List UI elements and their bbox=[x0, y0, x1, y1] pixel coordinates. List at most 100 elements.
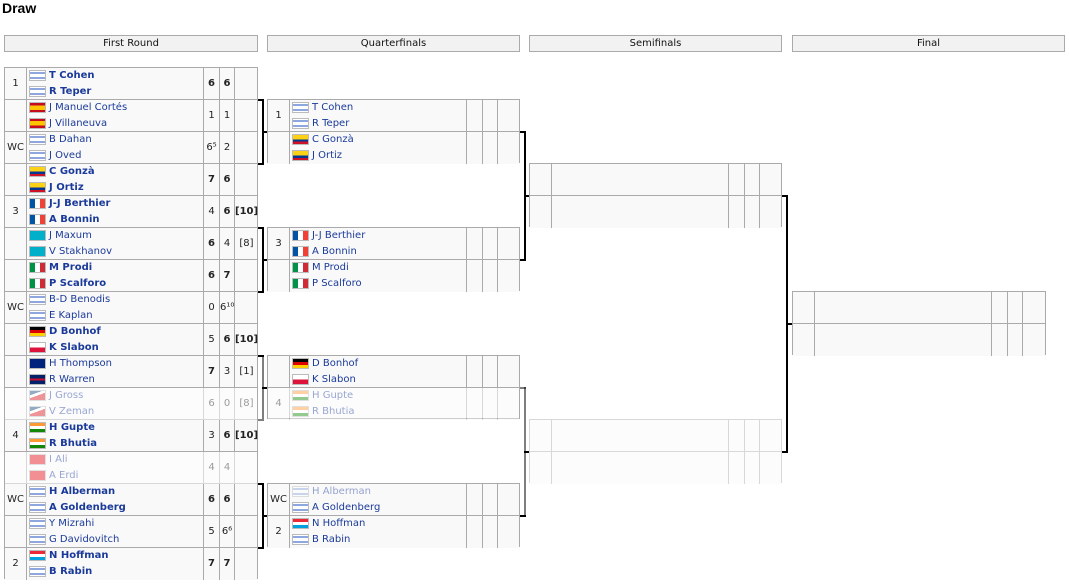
flag-ger-icon bbox=[29, 325, 46, 337]
player-name-text: M Prodi bbox=[49, 262, 93, 273]
set-score bbox=[497, 388, 520, 420]
player-name[interactable]: P Scalforo bbox=[29, 276, 199, 292]
player-name[interactable]: J Ortiz bbox=[292, 148, 462, 164]
player-name[interactable]: Y Mizrahi bbox=[29, 516, 199, 532]
player-name[interactable]: J Gross bbox=[29, 388, 199, 404]
player-name[interactable]: T Cohen bbox=[29, 68, 199, 84]
flag-isr-icon bbox=[29, 85, 46, 97]
player-name-text: B Rabin bbox=[49, 566, 93, 577]
player-name-text: D Bonhof bbox=[49, 326, 101, 337]
player-name[interactable]: H Gupte bbox=[29, 420, 199, 436]
player-name[interactable]: N Hoffman bbox=[29, 548, 199, 564]
set-score: [10] bbox=[234, 196, 258, 228]
player-name[interactable]: I Ali bbox=[29, 452, 199, 468]
player-name[interactable]: J Maxum bbox=[29, 228, 199, 244]
set-score bbox=[728, 196, 744, 228]
player-name-text: P Scalforo bbox=[49, 278, 107, 289]
player-name[interactable]: N Hoffman bbox=[292, 516, 462, 532]
player-name[interactable]: B Rabin bbox=[292, 532, 462, 548]
player-name[interactable]: J Oved bbox=[29, 148, 199, 164]
player-name-text: P Scalforo bbox=[312, 278, 362, 289]
seed-label bbox=[268, 356, 290, 388]
seed-label: 4 bbox=[268, 388, 290, 420]
player-name[interactable]: K Slabon bbox=[29, 340, 199, 356]
player-name[interactable]: B-D Benodis bbox=[29, 292, 199, 308]
player-name[interactable]: R Teper bbox=[292, 116, 462, 132]
player-name[interactable]: R Teper bbox=[29, 84, 199, 100]
set-score: [8] bbox=[234, 388, 258, 420]
player-name[interactable]: H Alberman bbox=[292, 484, 462, 500]
player-name[interactable]: R Bhutia bbox=[29, 436, 199, 452]
player-name[interactable]: P Scalforo bbox=[292, 276, 462, 292]
set-score: 6 bbox=[203, 228, 219, 260]
bracket-connector bbox=[258, 291, 264, 293]
bracket-connector bbox=[782, 195, 788, 197]
player-name-text: R Bhutia bbox=[49, 438, 97, 449]
set-score bbox=[234, 548, 258, 580]
set-score bbox=[497, 132, 520, 164]
player-name[interactable]: H Alberman bbox=[29, 484, 199, 500]
player-name-text: H Gupte bbox=[49, 422, 95, 433]
flag-isr-icon bbox=[29, 149, 46, 161]
player-name-text: V Zeman bbox=[49, 406, 95, 417]
player-name[interactable]: H Gupte bbox=[292, 388, 462, 404]
player-name[interactable]: J-J Berthier bbox=[292, 228, 462, 244]
player-name-text: N Hoffman bbox=[312, 518, 366, 529]
seed-label: 2 bbox=[5, 548, 27, 580]
flag-ita-icon bbox=[29, 261, 46, 273]
player-name[interactable]: R Bhutia bbox=[292, 404, 462, 420]
player-name[interactable]: D Bonhof bbox=[292, 356, 462, 372]
player-name[interactable]: D Bonhof bbox=[29, 324, 199, 340]
player-name[interactable]: M Prodi bbox=[292, 260, 462, 276]
player-name[interactable]: C Gonzà bbox=[29, 164, 199, 180]
bracket-connector bbox=[262, 515, 267, 517]
flag-isr-icon bbox=[292, 485, 309, 497]
player-name[interactable]: C Gonzà bbox=[292, 132, 462, 148]
player-name[interactable]: A Bonnin bbox=[292, 244, 462, 260]
player-name[interactable]: J Villaneuva bbox=[29, 116, 199, 132]
player-name[interactable]: B Rabin bbox=[29, 564, 199, 580]
set-score: 4 bbox=[219, 228, 234, 260]
player-name[interactable]: V Stakhanov bbox=[29, 244, 199, 260]
set-score: 1 bbox=[219, 100, 234, 132]
player-name[interactable]: R Warren bbox=[29, 372, 199, 388]
set-score bbox=[466, 356, 482, 388]
set-score: 6 bbox=[203, 388, 219, 420]
player-name[interactable]: A Goldenberg bbox=[29, 500, 199, 516]
set-score bbox=[497, 484, 520, 516]
bracket-entry: 2 N Hoffman B Rabin bbox=[268, 516, 519, 548]
bracket-entry bbox=[530, 420, 781, 452]
match-sf bbox=[529, 163, 782, 228]
bracket-connector bbox=[524, 195, 529, 197]
player-name[interactable]: G Davidovitch bbox=[29, 532, 199, 548]
bracket-connector bbox=[258, 227, 264, 229]
player-name[interactable]: A Bonnin bbox=[29, 212, 199, 228]
seed-label bbox=[793, 292, 815, 324]
flag-ind-icon bbox=[292, 405, 309, 417]
flag-col-icon bbox=[292, 133, 309, 145]
player-name[interactable]: J Manuel Cortés bbox=[29, 100, 199, 116]
player-name[interactable]: E Kaplan bbox=[29, 308, 199, 324]
player-name[interactable]: J Ortiz bbox=[29, 180, 199, 196]
flag-tur-icon bbox=[29, 453, 46, 465]
player-name[interactable]: B Dahan bbox=[29, 132, 199, 148]
player-name[interactable]: A Goldenberg bbox=[292, 500, 462, 516]
seed-label: 2 bbox=[268, 516, 290, 548]
player-name-text: J Oved bbox=[49, 150, 82, 161]
player-name[interactable]: M Prodi bbox=[29, 260, 199, 276]
seed-label: WC bbox=[5, 484, 27, 516]
player-name[interactable]: T Cohen bbox=[292, 100, 462, 116]
player-name[interactable]: J-J Berthier bbox=[29, 196, 199, 212]
player-name[interactable]: A Erdi bbox=[29, 468, 199, 484]
player-name[interactable]: V Zeman bbox=[29, 404, 199, 420]
flag-lux-icon bbox=[29, 549, 46, 561]
player-name[interactable]: H Thompson bbox=[29, 356, 199, 372]
player-name[interactable]: K Slabon bbox=[292, 372, 462, 388]
